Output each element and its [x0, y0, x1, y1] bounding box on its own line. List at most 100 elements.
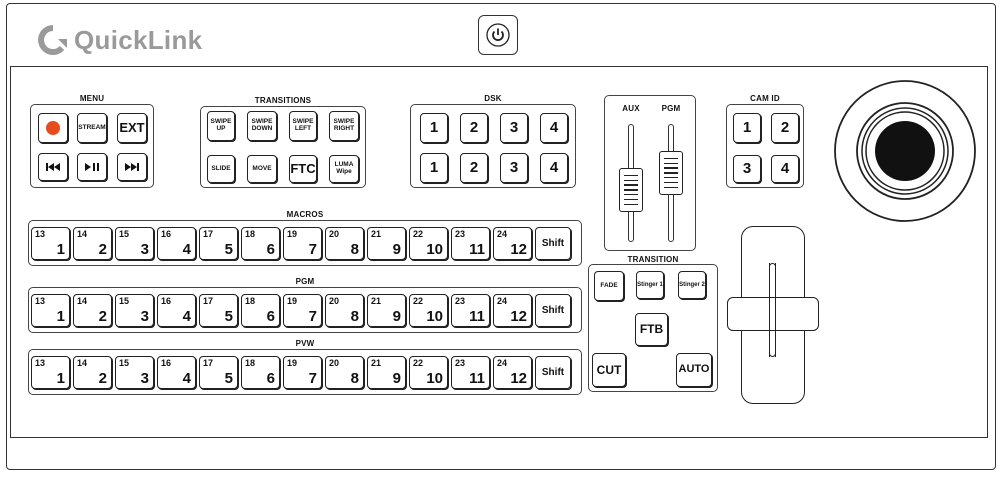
macro-key-1[interactable]: 13 1 [31, 227, 70, 260]
aux-label: AUX [622, 104, 640, 113]
swipe-up-button[interactable]: SWIPE UP [207, 111, 235, 141]
cam-id-key-1[interactable]: 1 [733, 113, 761, 143]
key-bottom-number: 1 [56, 370, 65, 387]
ftb-button[interactable]: FTB [635, 313, 668, 346]
dsk-key-2[interactable]: 2 [460, 113, 488, 143]
swipe-left-button[interactable]: SWIPE LEFT [289, 111, 317, 141]
key-top-number: 21 [371, 296, 382, 306]
key-top-number: 19 [287, 229, 298, 239]
joystick-icon[interactable] [832, 78, 978, 224]
luma-wipe-button[interactable]: LUMA Wipe [329, 155, 359, 183]
key-top-number: 14 [77, 296, 88, 306]
cam-id-key-2[interactable]: 2 [771, 113, 799, 143]
key-bottom-number: 9 [392, 241, 401, 258]
stinger-1-button[interactable]: Stinger 1 [636, 271, 664, 299]
previous-button[interactable] [38, 153, 68, 181]
key-bottom-number: 5 [224, 308, 233, 325]
stream-button[interactable]: STREAM [77, 113, 107, 143]
dsk-key-4[interactable]: 4 [540, 113, 568, 143]
pvw-shift-button[interactable]: Shift [535, 356, 571, 389]
dsk-key-6[interactable]: 2 [460, 153, 488, 183]
dsk-key-8[interactable]: 4 [540, 153, 568, 183]
t-bar-handle[interactable] [727, 297, 819, 331]
key-top-number: 22 [413, 296, 424, 306]
key-bottom-number: 3 [140, 241, 149, 258]
macro-shift-button[interactable]: Shift [535, 227, 571, 260]
pgm-shift-button[interactable]: Shift [535, 294, 571, 327]
swipe-down-button[interactable]: SWIPE DOWN [247, 111, 277, 141]
key-bottom-number: 12 [510, 241, 527, 258]
pgm-bank-label: PGM [295, 277, 315, 286]
pgm-fader-handle[interactable] [659, 151, 683, 195]
key-top-number: 13 [35, 229, 46, 239]
record-button[interactable] [38, 113, 68, 143]
key-bottom-number: 11 [469, 241, 485, 258]
dsk-label: DSK [484, 94, 502, 103]
key-bottom-number: 6 [266, 308, 275, 325]
cam-id-key-3[interactable]: 3 [733, 155, 761, 183]
dsk-key-5[interactable]: 1 [420, 153, 448, 183]
pvw-key-8[interactable]: 20 8 [325, 356, 364, 389]
key-top-number: 23 [455, 229, 466, 239]
aux-fader-handle[interactable] [619, 168, 643, 212]
cam-id-key-4[interactable]: 4 [771, 155, 799, 183]
stinger-2-button[interactable]: Stinger 2 [678, 271, 706, 299]
move-button[interactable]: MOVE [247, 155, 277, 183]
cut-button[interactable]: CUT [592, 353, 626, 387]
next-button[interactable] [117, 153, 147, 181]
key-bottom-number: 8 [350, 370, 359, 387]
power-button[interactable] [478, 15, 518, 55]
dsk-key-1[interactable]: 1 [420, 113, 448, 143]
slide-button[interactable]: SLIDE [207, 155, 235, 183]
auto-button[interactable]: AUTO [676, 353, 712, 387]
play-pause-button[interactable] [77, 153, 107, 181]
key-bottom-number: 5 [224, 370, 233, 387]
fade-button[interactable]: FADE [594, 271, 624, 301]
ftc-button[interactable]: FTC [289, 155, 317, 183]
swipe-right-button[interactable]: SWIPE RIGHT [329, 111, 359, 141]
key-bottom-number: 1 [56, 241, 65, 258]
key-top-number: 20 [329, 358, 340, 368]
brand-name: QuickLink [74, 24, 203, 55]
dsk-key-3[interactable]: 3 [500, 113, 528, 143]
dsk-key-7[interactable]: 3 [500, 153, 528, 183]
skip-forward-icon [125, 163, 139, 171]
ext-button[interactable]: EXT [117, 113, 147, 143]
